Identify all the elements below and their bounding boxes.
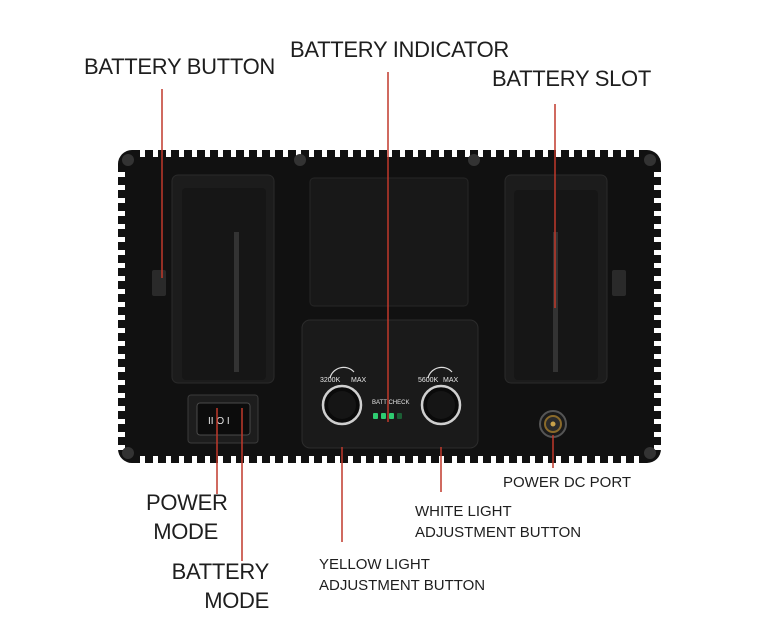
label-battery-indicator: BATTERY INDICATOR xyxy=(290,37,510,62)
top-center-panel xyxy=(309,177,469,307)
battery-button-left[interactable] xyxy=(152,270,166,296)
label-white-light-line1: WHITE LIGHT xyxy=(415,503,512,520)
label-power-mode-line1: POWER xyxy=(146,490,228,515)
label-white-light-line2: ADJUSTMENT BUTTON xyxy=(415,524,582,541)
label-battery-mode-line1: BATTERY xyxy=(171,559,270,584)
label-battery-slot: BATTERY SLOT xyxy=(492,66,652,91)
knob-left-high-label: MAX xyxy=(351,377,367,384)
yellow-light-knob[interactable] xyxy=(321,366,363,426)
control-panel xyxy=(301,319,479,449)
label-power-mode-line2: MODE xyxy=(153,519,218,544)
battery-slot-left xyxy=(171,174,275,384)
knob-left-low-label: 3200K xyxy=(320,377,341,384)
knob-right-low-label: 5600K xyxy=(418,377,439,384)
batt-check-label: BATT CHECK xyxy=(372,400,409,406)
white-light-knob[interactable] xyxy=(420,366,462,426)
knob-right-high-label: MAX xyxy=(443,377,459,384)
battery-slot-right xyxy=(504,174,608,384)
label-battery-button: BATTERY BUTTON xyxy=(84,54,275,79)
power-dc-port[interactable] xyxy=(539,410,567,438)
label-yellow-light-line1: YELLOW LIGHT xyxy=(319,556,430,573)
leader-lines xyxy=(161,72,556,561)
mode-rocker-switch[interactable] xyxy=(187,394,259,444)
label-power-dc-port: POWER DC PORT xyxy=(503,474,632,491)
switch-symbols: II O I xyxy=(208,416,230,427)
label-yellow-light-line2: ADJUSTMENT BUTTON xyxy=(319,577,486,594)
battery-indicator-leds xyxy=(373,413,402,419)
label-battery-mode-line2: MODE xyxy=(204,588,269,613)
battery-button-right[interactable] xyxy=(612,270,626,296)
